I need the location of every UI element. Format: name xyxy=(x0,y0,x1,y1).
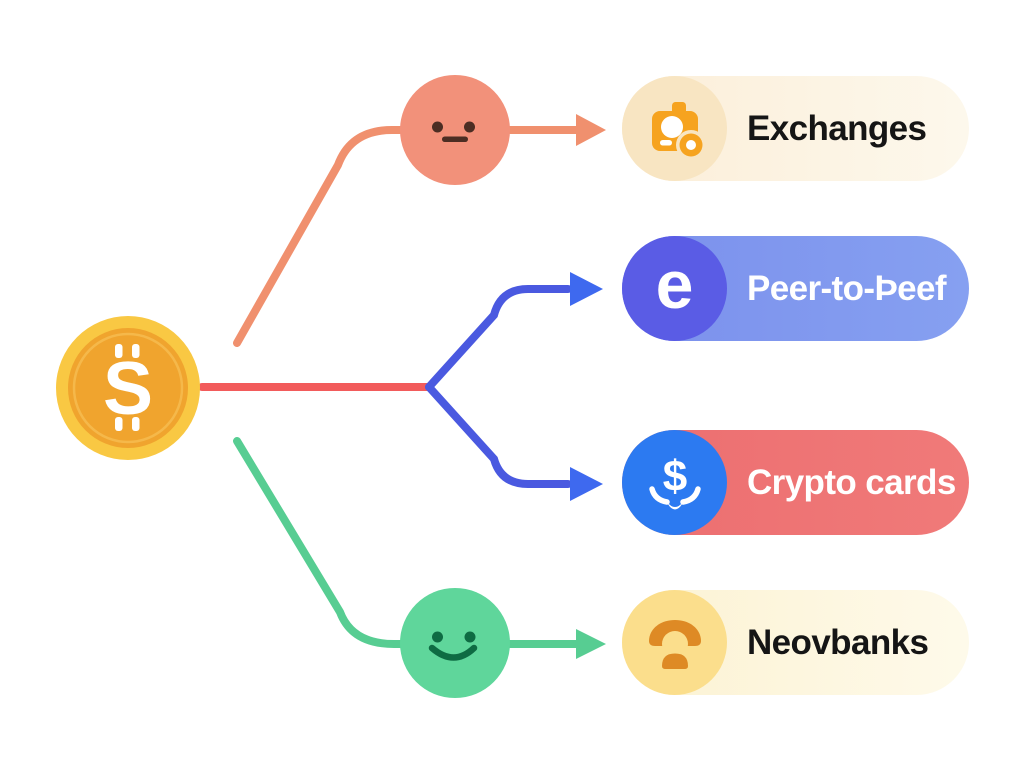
neutral-face-icon xyxy=(400,75,510,185)
arrowhead-peer-to-peer-icon xyxy=(570,272,603,306)
neobanks-label: Neovbanks xyxy=(747,622,929,662)
neobanks-pill: Neovbanks xyxy=(622,590,969,695)
arrowhead-exchanges-icon xyxy=(576,114,606,146)
connector-exchanges xyxy=(233,126,405,347)
peer-to-peer-label: Peer-to-Þeef xyxy=(747,268,947,308)
crypto-cards-pill-circle: $ xyxy=(622,430,727,535)
dollar-coin-icon: S xyxy=(56,316,200,460)
e-logo-icon: e xyxy=(655,246,694,323)
exchanges-label: Exchanges xyxy=(747,108,927,148)
neobanks-pill-circle xyxy=(622,590,727,695)
person-dome-icon xyxy=(648,619,701,669)
dollar-hands-icon: $ xyxy=(648,452,701,509)
peer-to-peer-pill: e Peer-to-Þeef xyxy=(622,236,969,341)
arrowhead-crypto-cards-icon xyxy=(570,467,603,501)
crypto-cards-label: Crypto cards xyxy=(747,462,956,502)
happy-face-node xyxy=(400,588,510,698)
connector-neobanks xyxy=(233,437,406,648)
peer-to-peer-pill-circle: e xyxy=(622,236,727,341)
happy-face-icon xyxy=(400,588,510,698)
coin-s-glyph: S xyxy=(103,346,153,430)
connector-crypto-cards xyxy=(425,383,572,488)
crypto-cards-pill: $ Crypto cards xyxy=(622,430,969,535)
connector-peer-to-peer xyxy=(425,285,572,391)
exchanges-pill-circle xyxy=(622,76,727,181)
neutral-face-node xyxy=(400,75,510,185)
arrowhead-neobanks-icon xyxy=(576,629,606,659)
dollar-coin-node: S xyxy=(55,315,201,461)
briefcase-coin-icon xyxy=(651,101,706,160)
exchanges-pill: Exchanges xyxy=(622,76,969,181)
dollar-glyph: $ xyxy=(662,452,686,501)
